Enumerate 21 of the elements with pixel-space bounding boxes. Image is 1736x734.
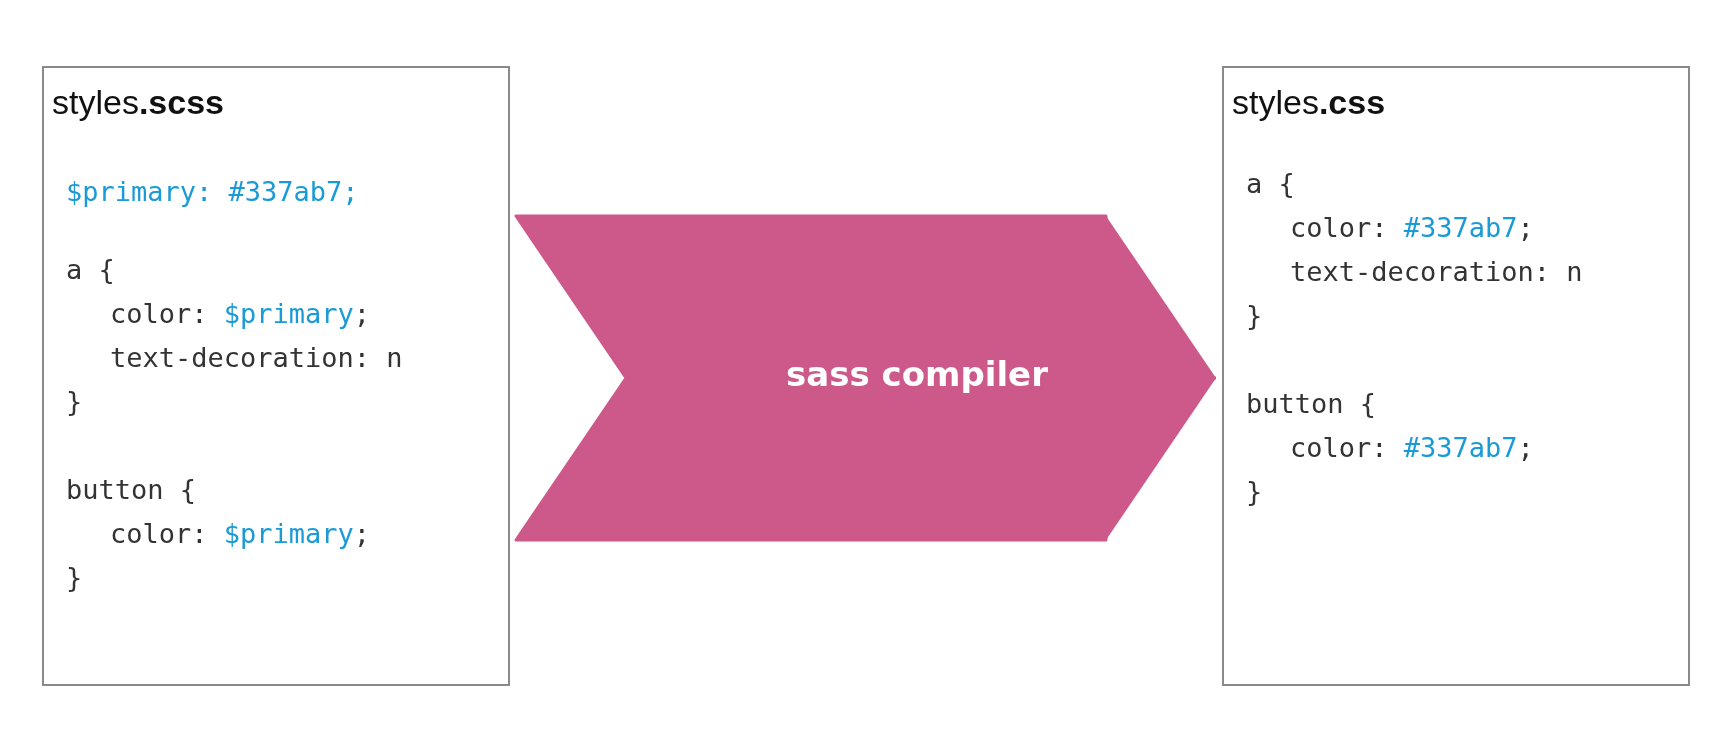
code-line: color: #337ab7; — [1290, 212, 1534, 245]
code-line: color: $primary; — [110, 518, 371, 551]
code-file-panel — [42, 66, 510, 686]
code-line: button { — [66, 474, 197, 507]
chevron-arrow — [514, 214, 1218, 542]
code-line: $primary: #337ab7; — [66, 176, 359, 209]
code-line: } — [1246, 476, 1263, 509]
code-line: text-decoration: n — [1290, 256, 1583, 289]
code-line: } — [1246, 300, 1263, 333]
code-line: a { — [66, 254, 115, 287]
code-line: a { — [1246, 168, 1295, 201]
code-file-panel — [1222, 66, 1690, 686]
file-name: styles.scss — [52, 82, 224, 123]
code-line: color: #337ab7; — [1290, 432, 1534, 465]
edge-label: sass compiler — [786, 354, 1048, 394]
file-name: styles.css — [1232, 82, 1386, 123]
code-line: } — [66, 562, 83, 595]
code-line: color: $primary; — [110, 298, 371, 331]
code-line: button { — [1246, 388, 1377, 421]
code-line: text-decoration: n — [110, 342, 403, 375]
code-line: } — [66, 386, 83, 419]
